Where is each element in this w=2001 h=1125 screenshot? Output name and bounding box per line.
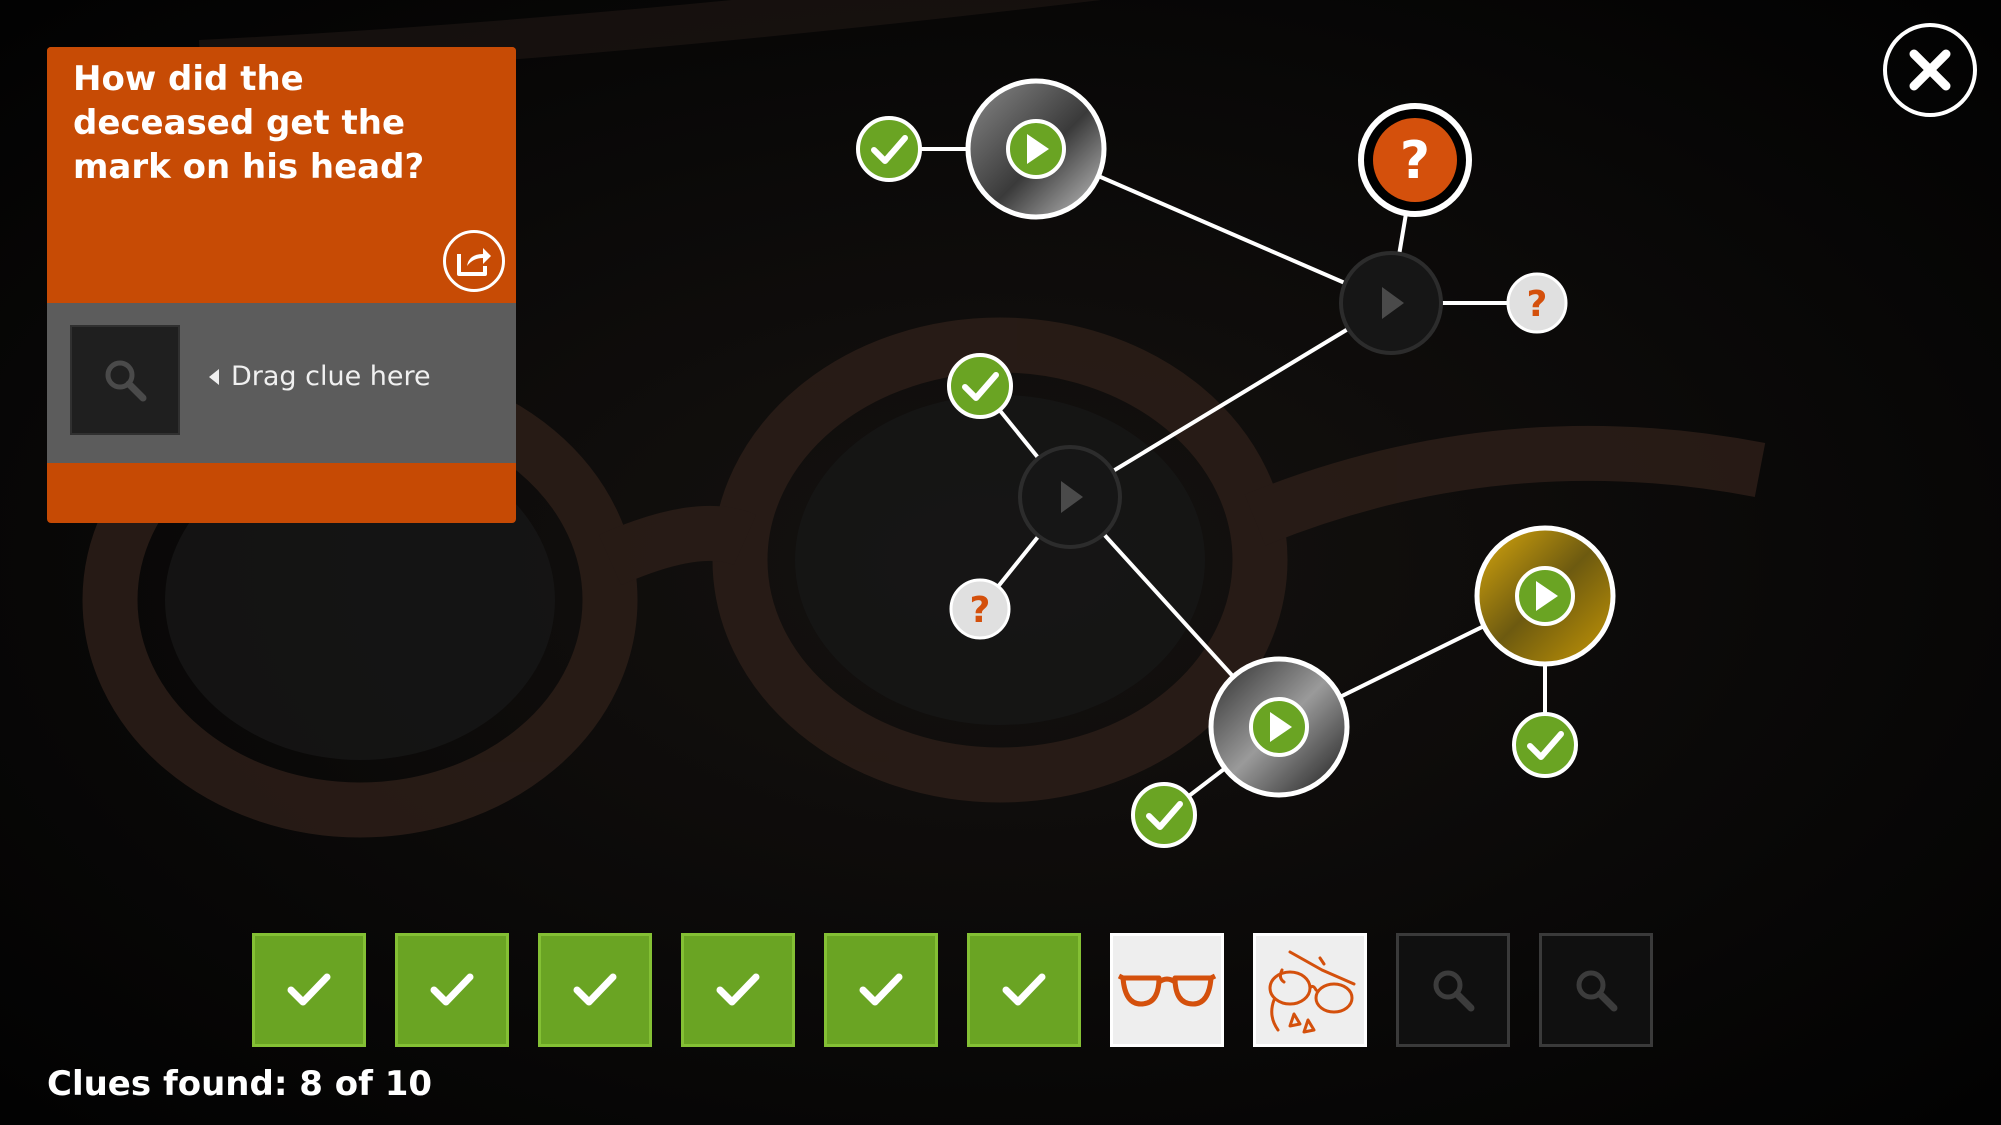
- caret-left-icon: [209, 368, 219, 385]
- clue-slot-found[interactable]: [395, 933, 509, 1047]
- check-icon: [430, 973, 474, 1006]
- close-button[interactable]: [1883, 23, 1977, 117]
- play-icon: [1270, 712, 1292, 742]
- close-icon: [1909, 49, 1951, 91]
- share-icon: [457, 248, 491, 276]
- play-icon: [1536, 581, 1558, 611]
- drag-clue-hint: Drag clue here: [209, 361, 431, 392]
- clue-drop-slot[interactable]: [70, 325, 180, 435]
- check-icon: [573, 973, 617, 1006]
- question-header: How did the deceased get the mark on his…: [47, 47, 516, 303]
- unknown-node-label: ?: [970, 590, 991, 631]
- main-question-node[interactable]: ?: [1358, 103, 1472, 217]
- play-icon: [1027, 134, 1049, 164]
- clue-drop-zone[interactable]: Drag clue here: [47, 303, 516, 463]
- check-icon: [716, 973, 760, 1006]
- check-node[interactable]: [1512, 712, 1578, 778]
- magnifier-icon: [1433, 970, 1475, 1012]
- question-text: How did the deceased get the mark on his…: [73, 59, 425, 187]
- share-button[interactable]: [443, 230, 505, 292]
- locked-video-node[interactable]: [1018, 445, 1122, 549]
- glasses-icon: [1117, 973, 1217, 1007]
- unknown-node-label: ?: [1527, 284, 1548, 325]
- clue-slot-glasses-sketch[interactable]: [1253, 933, 1367, 1047]
- clue-slot-found[interactable]: [967, 933, 1081, 1047]
- clue-slot-found[interactable]: [538, 933, 652, 1047]
- drag-clue-hint-text: Drag clue here: [231, 361, 431, 392]
- check-node[interactable]: [947, 353, 1013, 419]
- clue-slot-empty[interactable]: [1539, 933, 1653, 1047]
- magnifier-icon: [1576, 970, 1618, 1012]
- check-icon: [287, 973, 331, 1006]
- clues-found-counter: Clues found: 8 of 10: [47, 1064, 433, 1104]
- locked-video-node[interactable]: [1339, 251, 1443, 355]
- question-card: How did the deceased get the mark on his…: [47, 47, 516, 523]
- unknown-node[interactable]: ?: [1506, 272, 1568, 334]
- clue-slot-found[interactable]: [824, 933, 938, 1047]
- check-node[interactable]: [856, 116, 922, 182]
- unknown-node[interactable]: ?: [949, 578, 1011, 640]
- check-icon: [859, 973, 903, 1006]
- glasses-sketch-icon: [1268, 950, 1356, 1034]
- main-question-node-label: ?: [1400, 131, 1430, 191]
- check-icon: [1002, 973, 1046, 1006]
- clue-slot-empty[interactable]: [1396, 933, 1510, 1047]
- clue-slot-found[interactable]: [681, 933, 795, 1047]
- clue-slot-found[interactable]: [252, 933, 366, 1047]
- magnifier-icon: [105, 360, 147, 402]
- video-clue-node[interactable]: [1474, 525, 1616, 667]
- clue-slot-glasses[interactable]: [1110, 933, 1224, 1047]
- video-clue-node[interactable]: [1208, 656, 1350, 798]
- video-clue-node[interactable]: [965, 78, 1107, 220]
- check-node[interactable]: [1131, 782, 1197, 848]
- graph-edge: [1068, 301, 1393, 499]
